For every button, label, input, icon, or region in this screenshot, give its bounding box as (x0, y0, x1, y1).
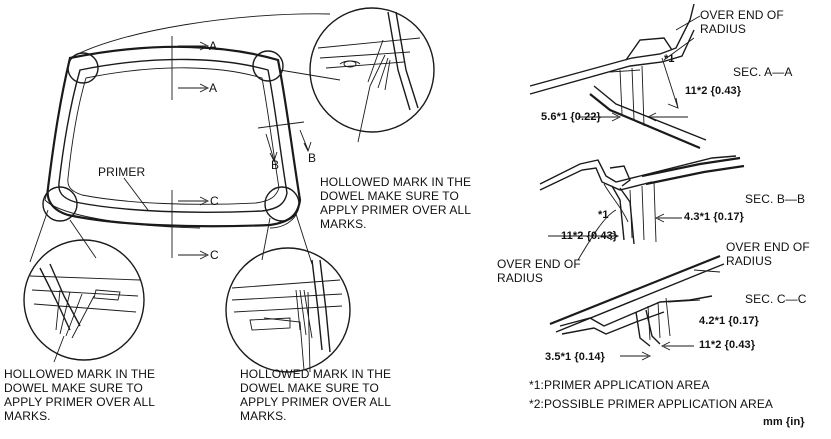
section-c-dim-11: 11*2 {0.43} (699, 339, 756, 351)
section-c-marker-top: C (210, 194, 219, 208)
section-a-marker-top: A (209, 39, 218, 53)
section-a-drawing (529, 3, 707, 150)
section-a-dim-11: 11*2 {0.43} (685, 85, 742, 97)
section-b-drawing (539, 155, 745, 261)
hollowed-mark-note-bottom-mid: HOLLOWED MARK IN THE DOWEL MAKE SURE TO … (240, 367, 392, 423)
section-b-dim-11: 11*2 {0.43} (561, 230, 618, 242)
section-c-marker-bottom: C (210, 248, 219, 262)
magnified-detail-top-right (309, 7, 435, 143)
note-primer-application-area: *1:PRIMER APPLICATION AREA (529, 378, 710, 392)
note-possible-primer-application-area: *2:POSSIBLE PRIMER APPLICATION AREA (529, 397, 774, 411)
section-b-dim-4-3: 4.3*1 {0.17} (684, 211, 744, 223)
section-a-marker-bottom: A (209, 81, 218, 95)
magnified-detail-bottom-left (23, 239, 145, 363)
hollowed-mark-note-right: HOLLOWED MARK IN THE DOWEL MAKE SURE TO … (320, 175, 472, 231)
detail-callout-circles (29, 13, 341, 265)
section-b-ref-1: *1 (598, 209, 609, 221)
section-c-dim-3-5: 3.5*1 {0.14} (545, 351, 605, 363)
section-a-title: SEC. A—A (733, 65, 793, 79)
section-cut-lines (171, 36, 312, 260)
section-c-drawing (549, 254, 725, 361)
section-c-dim-4-2: 4.2*1 {0.17} (699, 315, 759, 327)
over-end-of-radius-a: OVER END OF RADIUS (700, 8, 784, 36)
primer-leader (123, 177, 149, 211)
section-b-marker-right: B (308, 151, 317, 165)
hollowed-mark-note-bottom-left: HOLLOWED MARK IN THE DOWEL MAKE SURE TO … (4, 367, 156, 423)
over-end-of-radius-c: OVER END OF RADIUS (726, 240, 810, 268)
section-a-ref-1: *1 (664, 53, 675, 65)
section-c-title: SEC. C—C (745, 292, 807, 306)
magnified-detail-bottom-mid (225, 247, 351, 373)
windshield-drawing (44, 45, 302, 229)
section-b-marker-left: B (271, 158, 280, 172)
over-end-of-radius-b: OVER END OF RADIUS (497, 257, 581, 285)
primer-label: PRIMER (98, 165, 146, 179)
unit-label: mm {in} (763, 416, 805, 428)
section-b-title: SEC. B—B (745, 192, 806, 206)
section-a-dim-5-6: 5.6*1 {0.22} (541, 111, 601, 123)
